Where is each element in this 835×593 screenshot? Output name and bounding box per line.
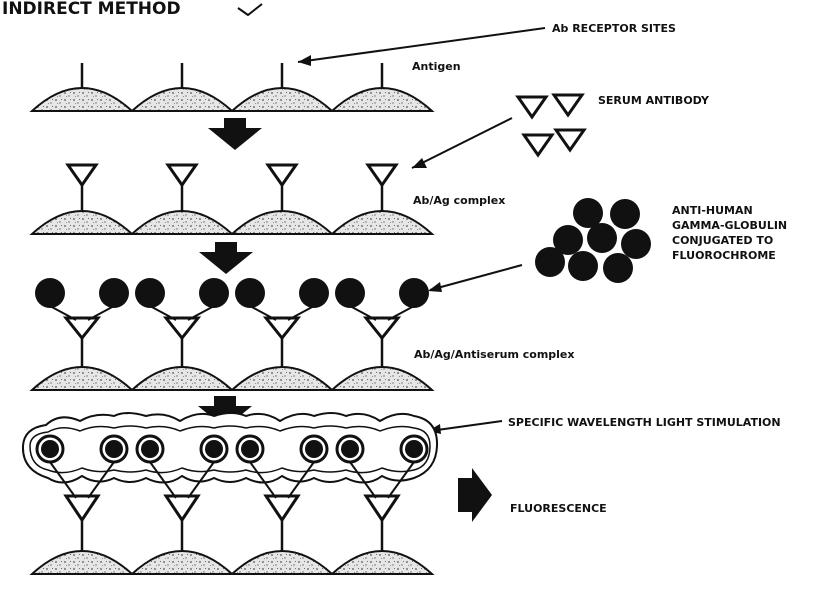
arrow-light <box>430 421 502 431</box>
antigen-cell <box>132 88 232 111</box>
fluorochrome-core <box>241 440 259 458</box>
fluorochrome-sphere <box>603 253 633 283</box>
antigen-cell <box>232 551 332 574</box>
bound-antibody <box>266 496 298 520</box>
antigen-cell <box>132 551 232 574</box>
antigen-cell <box>332 367 432 390</box>
conjugate-cluster <box>535 198 651 283</box>
serum-antibody-cluster <box>518 95 584 155</box>
fluorochrome-core <box>341 440 359 458</box>
bound-antibody <box>66 318 98 338</box>
antibody-triangle <box>556 130 584 150</box>
label-conjugate-line: FLUOROCHROME <box>672 249 776 262</box>
bound-antibody <box>166 318 198 338</box>
bound-antibody <box>166 496 198 520</box>
antigen-cell <box>332 551 432 574</box>
label-ab-ag-complex: Ab/Ag complex <box>413 194 505 207</box>
row-antigen <box>32 63 432 111</box>
arrow-receptor-sites <box>298 28 545 62</box>
fluorochrome-sphere <box>99 278 129 308</box>
fluorochrome-core <box>41 440 59 458</box>
down-arrow <box>199 242 253 274</box>
fluorochrome-core <box>105 440 123 458</box>
label-conjugate-line: ANTI-HUMAN <box>672 204 753 217</box>
fluorescence-arrow <box>458 468 492 522</box>
antibody-triangle <box>518 97 546 117</box>
antibody-triangle <box>524 135 552 155</box>
bound-antibody <box>68 165 96 185</box>
bound-antibody <box>266 318 298 338</box>
bound-antibody <box>366 318 398 338</box>
conjugate-arm <box>250 306 276 320</box>
arrow-conjugate-head <box>428 282 442 292</box>
conjugate-arm <box>188 306 214 320</box>
fluorochrome-sphere <box>135 278 165 308</box>
fluorochrome-sphere <box>610 199 640 229</box>
arrow-receptor-sites-head <box>298 55 311 66</box>
antibody-triangle <box>554 95 582 115</box>
label-light-stimulation: SPECIFIC WAVELENGTH LIGHT STIMULATION <box>508 416 781 429</box>
arrow-serum-antibody-head <box>412 158 427 168</box>
conjugate-arm <box>50 306 76 320</box>
down-arrow <box>208 118 262 150</box>
conjugate-arm <box>388 306 414 320</box>
title-flourish <box>238 4 262 15</box>
conjugate-arm <box>288 306 314 320</box>
antigen-cell <box>332 211 432 234</box>
label-antigen: Antigen <box>412 60 461 73</box>
bound-antibody <box>168 165 196 185</box>
bound-antibody <box>268 165 296 185</box>
fluorochrome-sphere <box>235 278 265 308</box>
bound-antibody <box>368 165 396 185</box>
arrow-conjugate <box>430 265 522 290</box>
label-antiserum-complex: Ab/Ag/Antiserum complex <box>414 348 574 361</box>
antigen-cell <box>132 211 232 234</box>
conjugate-arm <box>350 306 376 320</box>
conjugate-arm <box>88 306 114 320</box>
antigen-cell <box>232 367 332 390</box>
fluorochrome-core <box>141 440 159 458</box>
bound-antibody <box>66 496 98 520</box>
label-conjugate-line: CONJUGATED TO <box>672 234 773 247</box>
label-receptor-sites: Ab RECEPTOR SITES <box>552 22 676 35</box>
fluorochrome-core <box>205 440 223 458</box>
fluorochrome-sphere <box>199 278 229 308</box>
antigen-cell <box>132 367 232 390</box>
arrow-serum-antibody <box>412 118 512 168</box>
row-ab-ag-complex <box>32 165 432 234</box>
conjugate-arm <box>150 306 176 320</box>
diagram-title: INDIRECT METHOD <box>2 0 181 19</box>
fluorochrome-core <box>305 440 323 458</box>
antigen-cell <box>32 88 132 111</box>
fluorochrome-sphere <box>587 223 617 253</box>
label-serum-antibody: SERUM ANTIBODY <box>598 94 710 107</box>
antigen-cell <box>32 211 132 234</box>
label-conjugate: ANTI-HUMAN GAMMA-GLOBULIN CONJUGATED TO … <box>672 204 787 262</box>
row-antiserum-complex <box>32 278 432 390</box>
label-fluorescence: FLUORESCENCE <box>510 502 607 515</box>
bound-antibody <box>366 496 398 520</box>
antigen-cell <box>332 88 432 111</box>
label-conjugate-line: GAMMA-GLOBULIN <box>672 219 787 232</box>
row-fluorescence <box>23 413 437 574</box>
fluorochrome-sphere <box>621 229 651 259</box>
antigen-cell <box>32 367 132 390</box>
antigen-cell <box>232 88 332 111</box>
antigen-cell <box>32 551 132 574</box>
fluorochrome-sphere <box>299 278 329 308</box>
fluorochrome-sphere <box>399 278 429 308</box>
fluorochrome-sphere <box>35 278 65 308</box>
fluorochrome-sphere <box>335 278 365 308</box>
fluorochrome-core <box>405 440 423 458</box>
antigen-cell <box>232 211 332 234</box>
fluorochrome-sphere <box>568 251 598 281</box>
fluorochrome-sphere <box>535 247 565 277</box>
